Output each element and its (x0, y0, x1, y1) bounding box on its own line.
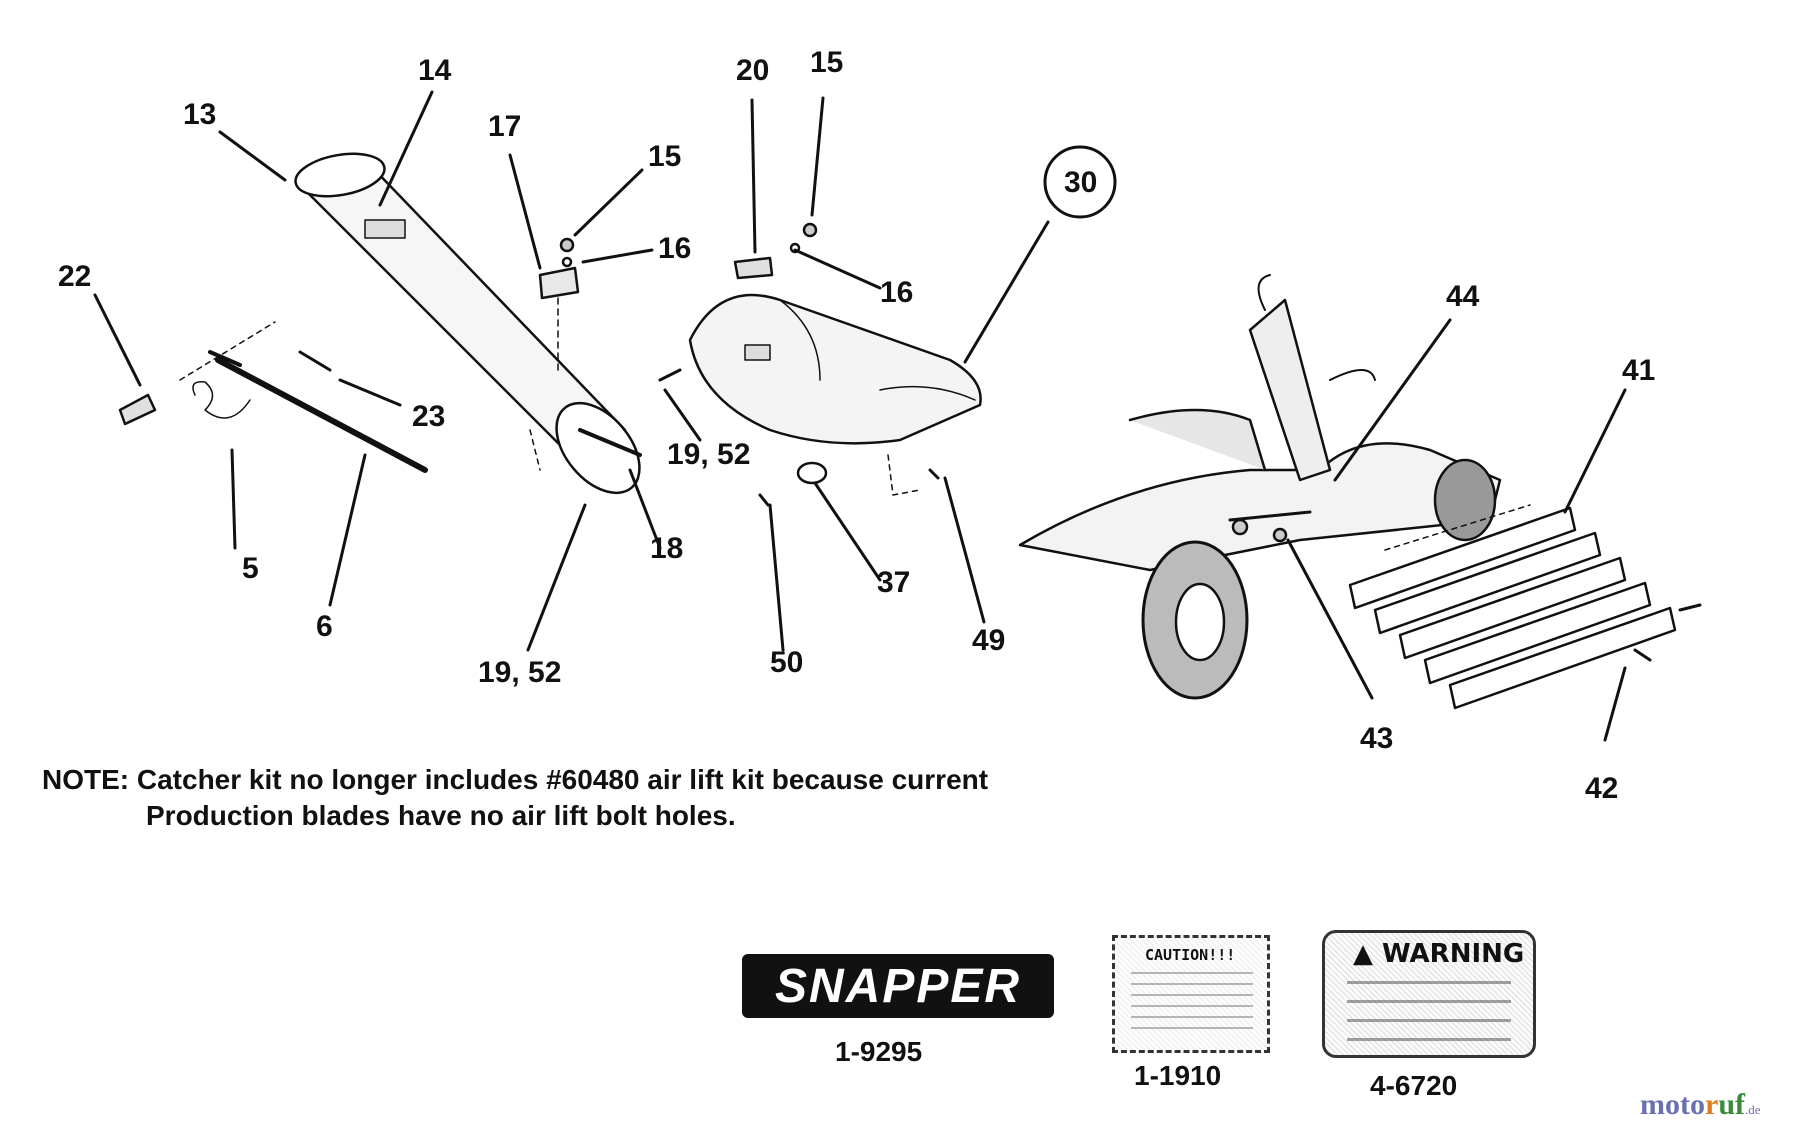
deflector-30 (658, 222, 982, 507)
callout-17: 17 (488, 110, 522, 143)
callout-16: 16 (658, 232, 692, 265)
note-text: NOTE: Catcher kit no longer includes #60… (42, 762, 988, 834)
callout-15b: 15 (810, 46, 844, 79)
callout-18: 18 (650, 532, 684, 565)
watermark-part-c: uf (1718, 1088, 1745, 1121)
callout-23: 23 (412, 400, 446, 433)
caution-decal: CAUTION!!! (1112, 935, 1270, 1053)
callout-30: 30 (1064, 166, 1098, 199)
callout-20: 20 (736, 54, 770, 87)
callout-44: 44 (1446, 280, 1480, 313)
bracket-17 (538, 237, 580, 371)
caution-decal-title: CAUTION!!! (1145, 946, 1236, 964)
leader-lines (93, 90, 1627, 742)
warning-decal: ▲ WARNING (1322, 930, 1536, 1058)
callout-19-52b: 19, 52 (667, 438, 751, 471)
callout-15: 15 (648, 140, 682, 173)
snapper-decal-part-number: 1-9295 (835, 1036, 923, 1067)
callout-50: 50 (770, 646, 804, 679)
callout-43: 43 (1360, 722, 1394, 755)
callout-41: 41 (1622, 354, 1656, 387)
callout-6: 6 (316, 610, 333, 643)
callout-circle (1043, 145, 1117, 219)
note-line-1: NOTE: Catcher kit no longer includes #60… (42, 764, 989, 795)
warning-decal-part-number: 4-6720 (1370, 1070, 1458, 1101)
callout-37: 37 (877, 566, 911, 599)
callout-19-52: 19, 52 (478, 656, 562, 689)
warning-decal-text-lines (1347, 981, 1511, 1041)
snapper-decal: SNAPPER (742, 954, 1054, 1018)
watermark-part-a: moto (1640, 1088, 1705, 1121)
rod-assembly (118, 321, 428, 473)
callout-16b: 16 (880, 276, 914, 309)
callout-42: 42 (1585, 772, 1619, 805)
note-line-2: Production blades have no air lift bolt … (146, 800, 736, 831)
watermark-part-d: .de (1745, 1102, 1761, 1117)
warning-decal-title: ▲ WARNING (1353, 939, 1525, 969)
caution-decal-part-number: 1-1910 (1134, 1060, 1222, 1091)
warning-decal-title-text: WARNING (1382, 939, 1525, 969)
caution-decal-text-lines (1131, 972, 1253, 1036)
watermark-part-b: r (1704, 1088, 1719, 1121)
callout-49: 49 (972, 624, 1006, 657)
callout-22: 22 (58, 260, 92, 293)
callout-14: 14 (418, 54, 452, 87)
callout-13: 13 (183, 98, 217, 131)
mower-assembly (1018, 274, 1702, 710)
watermark-logo: motoruf.de (1640, 1088, 1761, 1122)
discharge-tube (294, 152, 642, 495)
callout-5: 5 (242, 552, 259, 585)
